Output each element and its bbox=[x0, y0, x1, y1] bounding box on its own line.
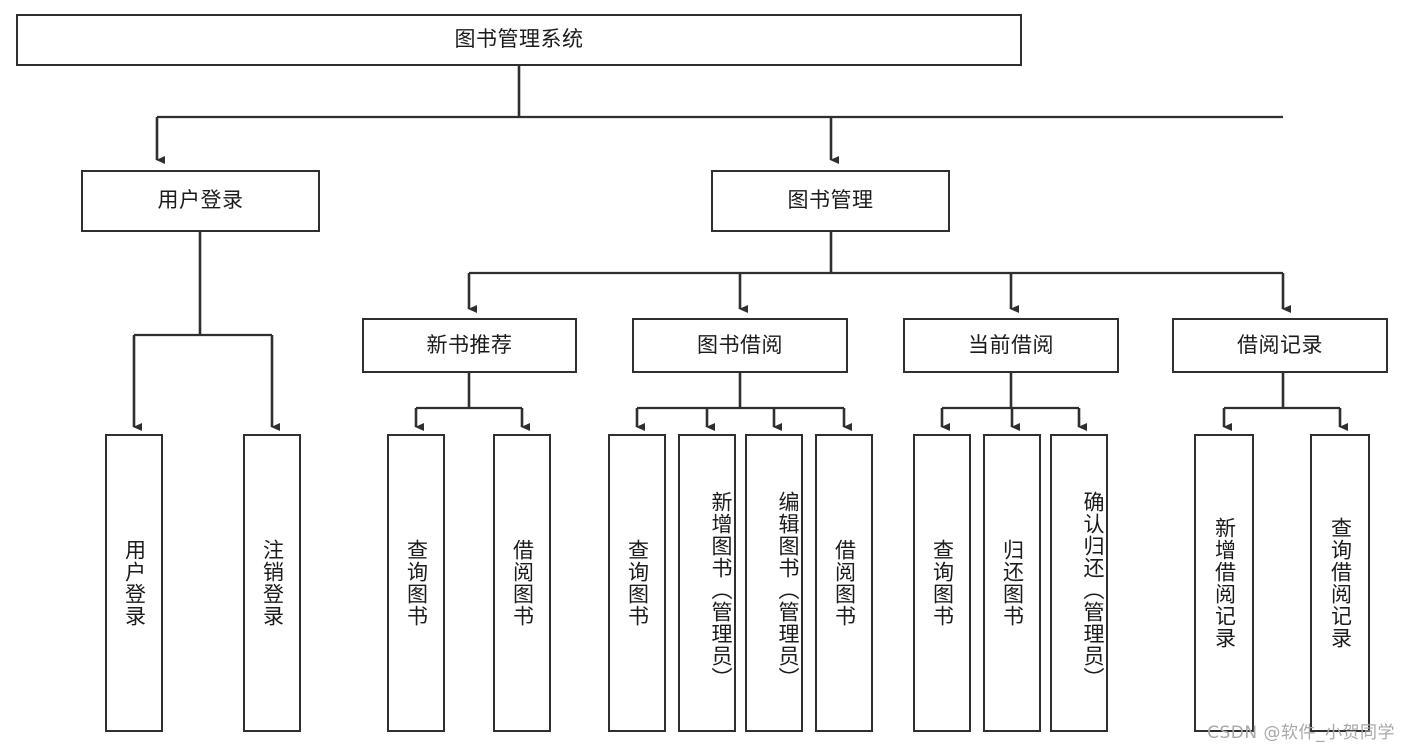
node-label: 借阅记录 bbox=[1237, 332, 1323, 357]
node-label: 图书借阅 bbox=[697, 332, 783, 357]
node-borrowing-records[interactable]: 借阅记录 bbox=[1172, 318, 1388, 373]
node-current-borrowing[interactable]: 当前借阅 bbox=[903, 318, 1119, 373]
node-leaf-user-login[interactable]: 用户登录 bbox=[105, 434, 163, 732]
node-label: 注销登录 bbox=[260, 539, 285, 627]
node-user-login[interactable]: 用户登录 bbox=[81, 170, 320, 232]
node-leaf-add-book-admin[interactable]: 新增图书（管理员） bbox=[678, 434, 736, 732]
node-label: 查询图书 bbox=[625, 539, 650, 627]
node-leaf-confirm-return-admin[interactable]: 确认归还（管理员） bbox=[1050, 434, 1108, 732]
node-leaf-logout[interactable]: 注销登录 bbox=[243, 434, 301, 732]
node-new-book-recommendation[interactable]: 新书推荐 bbox=[362, 318, 577, 373]
node-label: 编辑图书（管理员） bbox=[776, 491, 800, 689]
node-leaf-query-books-borrow[interactable]: 查询图书 bbox=[608, 434, 666, 732]
node-label: 新书推荐 bbox=[426, 332, 513, 357]
node-label: 借阅图书 bbox=[832, 539, 857, 627]
node-label: 查询图书 bbox=[404, 539, 429, 627]
node-label: 用户登录 bbox=[122, 539, 147, 627]
node-leaf-add-borrow-record[interactable]: 新增借阅记录 bbox=[1194, 434, 1254, 732]
node-label: 新增图书（管理员） bbox=[709, 491, 733, 689]
node-leaf-borrow-books[interactable]: 借阅图书 bbox=[815, 434, 873, 732]
node-leaf-query-borrow-record[interactable]: 查询借阅记录 bbox=[1310, 434, 1370, 732]
node-leaf-borrow-books-rec[interactable]: 借阅图书 bbox=[493, 434, 551, 732]
node-leaf-query-books-rec[interactable]: 查询图书 bbox=[387, 434, 445, 732]
node-root-book-management-system[interactable]: 图书管理系统 bbox=[16, 14, 1022, 66]
node-label: 新增借阅记录 bbox=[1212, 517, 1237, 649]
node-label: 当前借阅 bbox=[968, 332, 1054, 357]
node-leaf-query-books-current[interactable]: 查询图书 bbox=[913, 434, 971, 732]
node-label: 归还图书 bbox=[1000, 539, 1025, 627]
node-leaf-edit-book-admin[interactable]: 编辑图书（管理员） bbox=[745, 434, 803, 732]
node-label: 借阅图书 bbox=[510, 539, 535, 627]
node-label: 图书管理系统 bbox=[454, 27, 584, 52]
node-book-borrowing[interactable]: 图书借阅 bbox=[632, 318, 848, 373]
node-label: 确认归还（管理员） bbox=[1081, 491, 1105, 689]
node-leaf-return-books[interactable]: 归还图书 bbox=[983, 434, 1041, 732]
watermark-text: CSDN @软件_小贺同学 bbox=[1207, 723, 1395, 743]
node-label: 用户登录 bbox=[157, 188, 244, 213]
node-book-management[interactable]: 图书管理 bbox=[711, 170, 950, 232]
node-label: 图书管理 bbox=[787, 188, 874, 213]
node-label: 查询借阅记录 bbox=[1328, 517, 1353, 649]
node-label: 查询图书 bbox=[930, 539, 955, 627]
